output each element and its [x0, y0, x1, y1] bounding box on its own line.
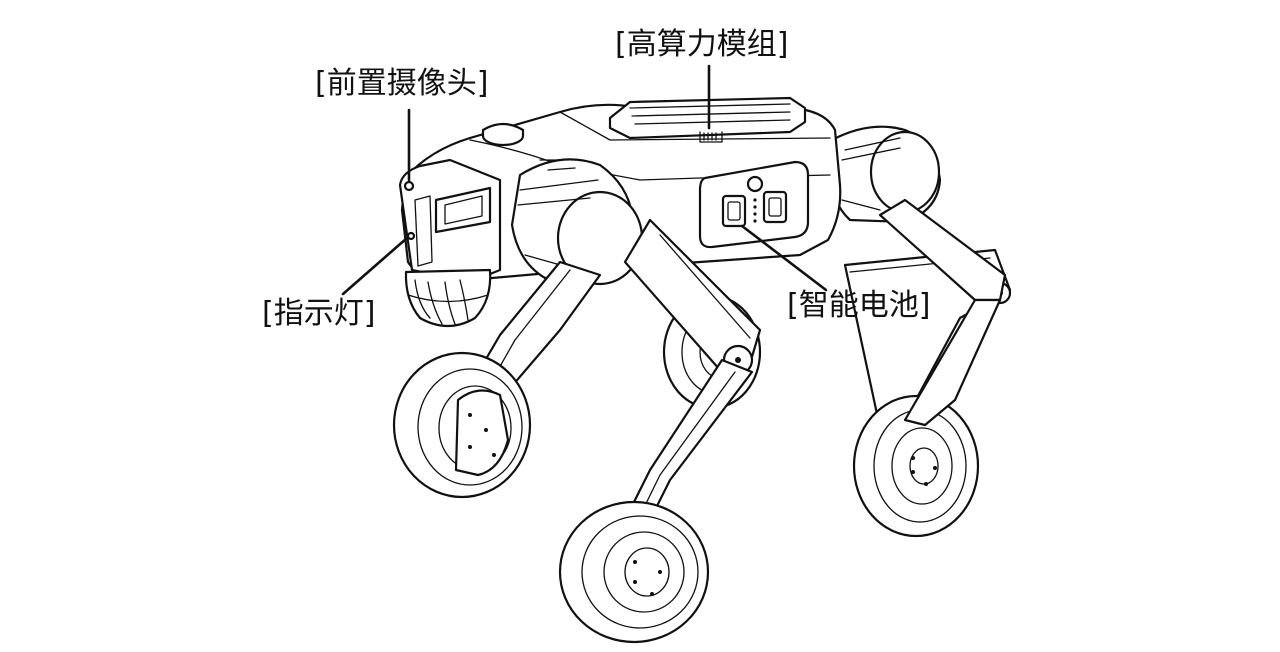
front-hip-joint — [510, 158, 644, 286]
rear-hip-joint — [828, 125, 1007, 427]
front-left-leg — [392, 260, 602, 499]
leader-lines — [341, 64, 828, 296]
robot-head — [398, 158, 502, 328]
label-compute-module: [高算力模组] — [615, 27, 789, 62]
compute-module — [608, 96, 807, 143]
label-smart-battery: [智能电池] — [787, 288, 931, 323]
label-indicator-light: [指示灯] — [262, 296, 376, 331]
label-front-camera: [前置摄像头] — [315, 66, 489, 101]
front-right-leg — [558, 218, 762, 644]
battery-panel — [698, 160, 810, 249]
leader-line-led — [341, 236, 409, 296]
leader-line-battery — [740, 224, 828, 292]
